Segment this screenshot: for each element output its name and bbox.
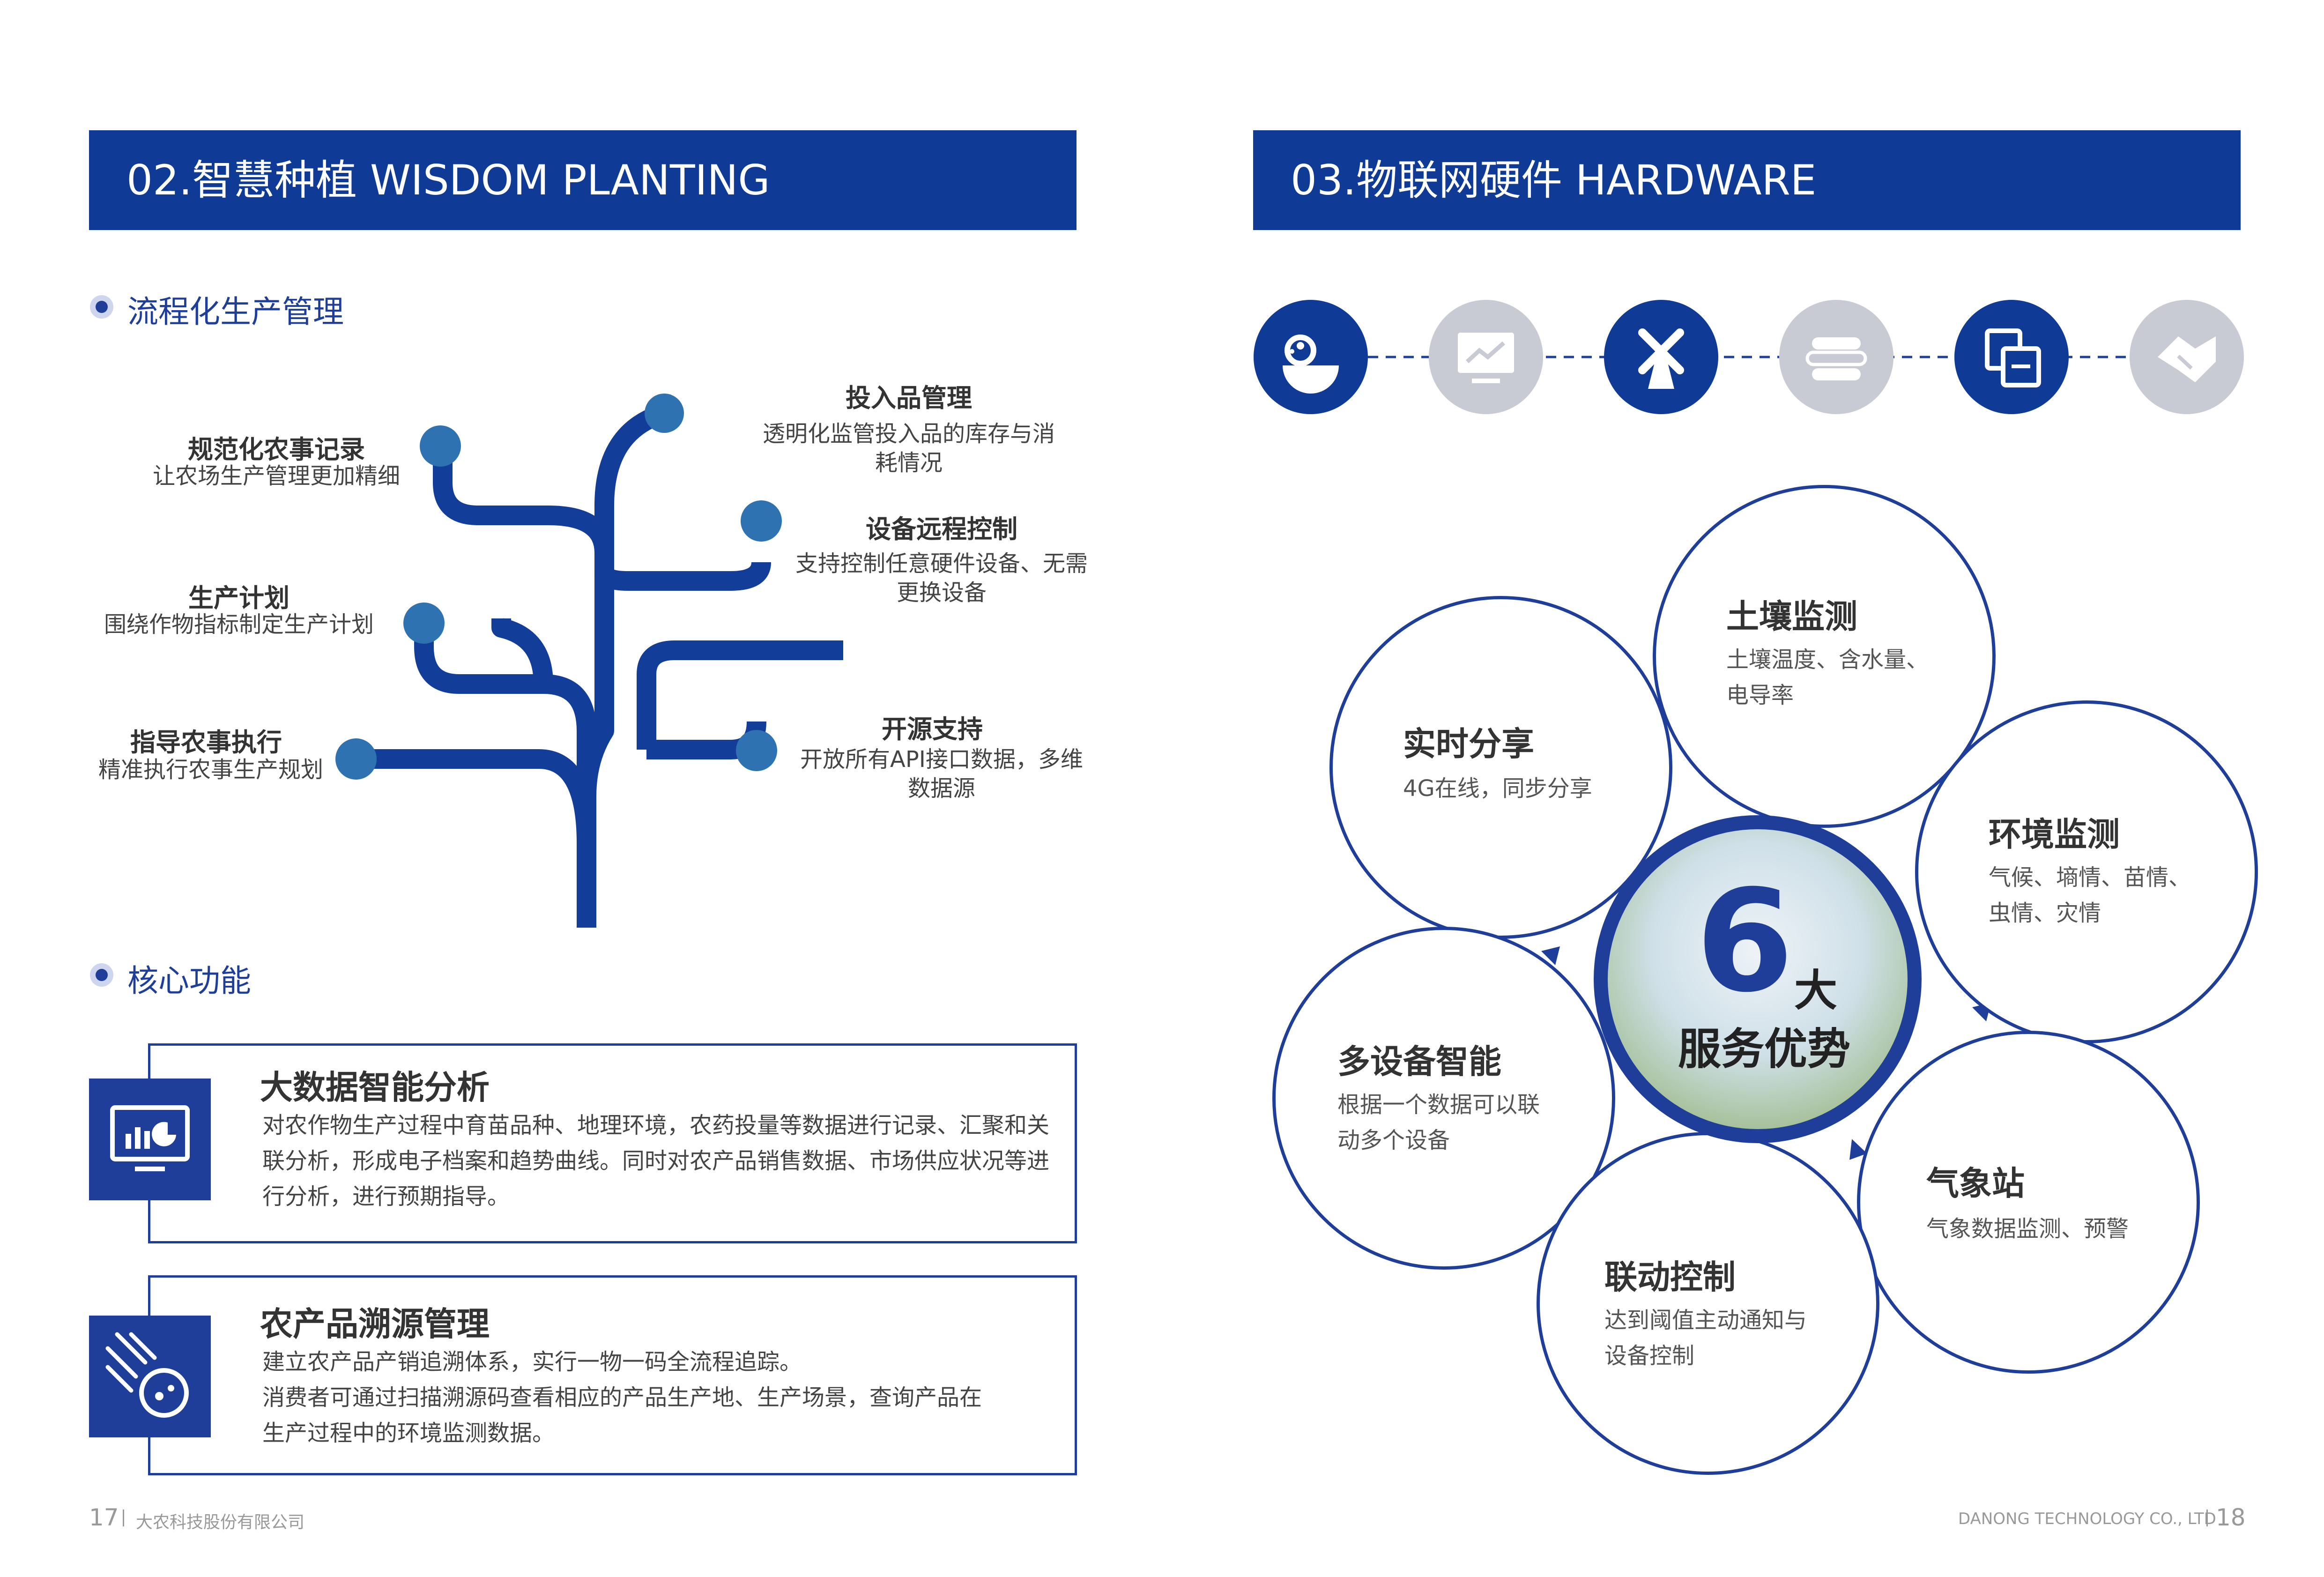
guide-exec-title: 指导农事执行: [130, 728, 282, 757]
trace-meteor-icon: [105, 1332, 189, 1418]
soil-icon: [1254, 300, 1368, 414]
branch-guide-exec: [356, 749, 596, 844]
node-remote-control: [741, 500, 782, 542]
card-traceability: [148, 1275, 1077, 1475]
card-trace-title: 农产品溯源管理: [260, 1305, 490, 1343]
sensor-icon: [1779, 300, 1893, 414]
input-mgmt-desc: 透明化监管投入品的库存与消耗情况: [762, 421, 1055, 476]
multi-device-desc-line: 根据一个数据可以联: [1337, 1092, 1540, 1118]
branch-remote-control: [594, 561, 771, 591]
icon-row-connector: [1368, 356, 2155, 358]
input-mgmt-title: 投入品管理: [846, 383, 972, 413]
guide-exec-desc: 精准执行农事生产规划: [98, 757, 323, 783]
node-open-source: [736, 730, 777, 771]
share-desc: 4G在线，同步分享: [1403, 775, 1592, 802]
env-desc: 气候、墒情、苗情、 虫情、灾情: [1989, 860, 2191, 931]
center-subtitle: 服务优势: [1678, 1024, 1851, 1074]
weather-title: 气象站: [1926, 1164, 2025, 1203]
production-plan-title: 生产计划: [188, 583, 290, 613]
card-bigdata-icon-box: [89, 1079, 211, 1200]
card-bigdata-title: 大数据智能分析: [260, 1068, 490, 1107]
env-desc-line: 虫情、灾情: [1989, 900, 2101, 926]
devices-icon: [1954, 300, 2069, 414]
linkage-desc-line: 达到阈值主动通知与: [1604, 1307, 1807, 1333]
left-page-number: 17: [89, 1504, 119, 1531]
linkage-desc: 达到阈值主动通知与 设备控制: [1604, 1302, 1807, 1374]
node-guide-exec: [335, 738, 377, 780]
left-footer-company: 大农科技股份有限公司: [136, 1513, 305, 1532]
soil-desc-line: 电导率: [1726, 682, 1794, 708]
center-number: 6: [1696, 860, 1794, 1023]
card-trace-desc: 建立农产品产销追溯体系，实行一物一码全流程追踪。 消费者可通过扫描溯源码查看相应…: [262, 1344, 1059, 1451]
node-standard-record: [420, 425, 461, 467]
greenhouse-image: [1608, 829, 1908, 1129]
windmill-icon: [1604, 300, 1718, 414]
card-trace-desc-line: 消费者可通过扫描溯源码查看相应的产品生产地、生产场景，查询产品在: [262, 1384, 982, 1411]
branch-open-source-top: [637, 640, 843, 750]
arrow-head: [1541, 946, 1560, 965]
right-page-header: 03.物联网硬件 HARDWARE: [1253, 130, 2241, 230]
multi-device-title: 多设备智能: [1337, 1042, 1501, 1081]
process-section-title: 流程化生产管理: [127, 294, 344, 330]
soil-desc-line: 土壤温度、含水量、: [1726, 647, 1929, 673]
circle-soil-monitoring: [1653, 485, 1996, 828]
right-footer-company: DANONG TECHNOLOGY CO., LTD: [1958, 1510, 2216, 1528]
card-bigdata: [148, 1043, 1077, 1243]
arrow-head: [1849, 1139, 1867, 1160]
monitor-icon: [1429, 300, 1543, 414]
remote-control-desc: 支持控制任意硬件设备、无需更换设备: [795, 550, 1088, 606]
soil-desc: 土壤温度、含水量、 电导率: [1726, 642, 1929, 713]
handshake-icon: [2130, 300, 2244, 414]
weather-desc: 气象数据监测、预警: [1926, 1216, 2129, 1242]
production-plan-desc: 围绕作物指标制定生产计划: [104, 611, 374, 638]
node-input-mgmt: [645, 394, 684, 433]
branch-production-plan: [414, 618, 596, 796]
multi-device-desc: 根据一个数据可以联 动多个设备: [1337, 1087, 1540, 1158]
circle-multi-device: [1272, 927, 1615, 1270]
circle-realtime-share: [1329, 596, 1672, 939]
linkage-desc-line: 设备控制: [1604, 1343, 1695, 1369]
node-production-plan: [403, 603, 445, 644]
section-bullet: [90, 963, 113, 987]
env-desc-line: 气候、墒情、苗情、: [1989, 864, 2191, 891]
multi-device-desc-line: 动多个设备: [1337, 1127, 1450, 1153]
branch-standard-record: [433, 446, 614, 554]
linkage-title: 联动控制: [1604, 1258, 1736, 1296]
open-source-desc: 开放所有API接口数据，多维数据源: [800, 746, 1083, 802]
share-title: 实时分享: [1403, 725, 1534, 763]
card-trace-desc-line: 生产过程中的环境监测数据。: [262, 1420, 555, 1446]
core-section-title: 核心功能: [127, 963, 251, 999]
left-page-header: 02.智慧种植 WISDOM PLANTING: [89, 130, 1077, 230]
remote-control-title: 设备远程控制: [866, 514, 1017, 544]
footer-divider: [2206, 1510, 2208, 1526]
circle-env-monitoring: [1915, 700, 2258, 1043]
card-trace-desc-line: 建立农产品产销追溯体系，实行一物一码全流程追踪。: [262, 1349, 802, 1375]
card-bigdata-desc: 对农作物生产过程中育苗品种、地理环境，农药投量等数据进行记录、汇聚和关联分析，形…: [262, 1112, 1050, 1210]
standard-record-title: 规范化农事记录: [188, 435, 365, 464]
standard-record-desc: 让农场生产管理更加精细: [152, 463, 400, 489]
right-page-number: 18: [2216, 1504, 2246, 1531]
branch-plan-sub: [491, 618, 553, 684]
center-big: 大: [1794, 966, 1838, 1016]
card-trace-icon-box: [89, 1316, 211, 1437]
section-bullet: [90, 295, 113, 319]
circle-weather-station: [1857, 1031, 2200, 1374]
footer-divider: [123, 1510, 124, 1526]
soil-title: 土壤监测: [1726, 597, 1857, 636]
process-tree-diagram: [335, 394, 843, 928]
env-title: 环境监测: [1989, 815, 2120, 854]
monitor-chart-icon: [110, 1105, 190, 1171]
circle-linkage-control: [1537, 1132, 1879, 1475]
open-source-title: 开源支持: [882, 714, 983, 744]
